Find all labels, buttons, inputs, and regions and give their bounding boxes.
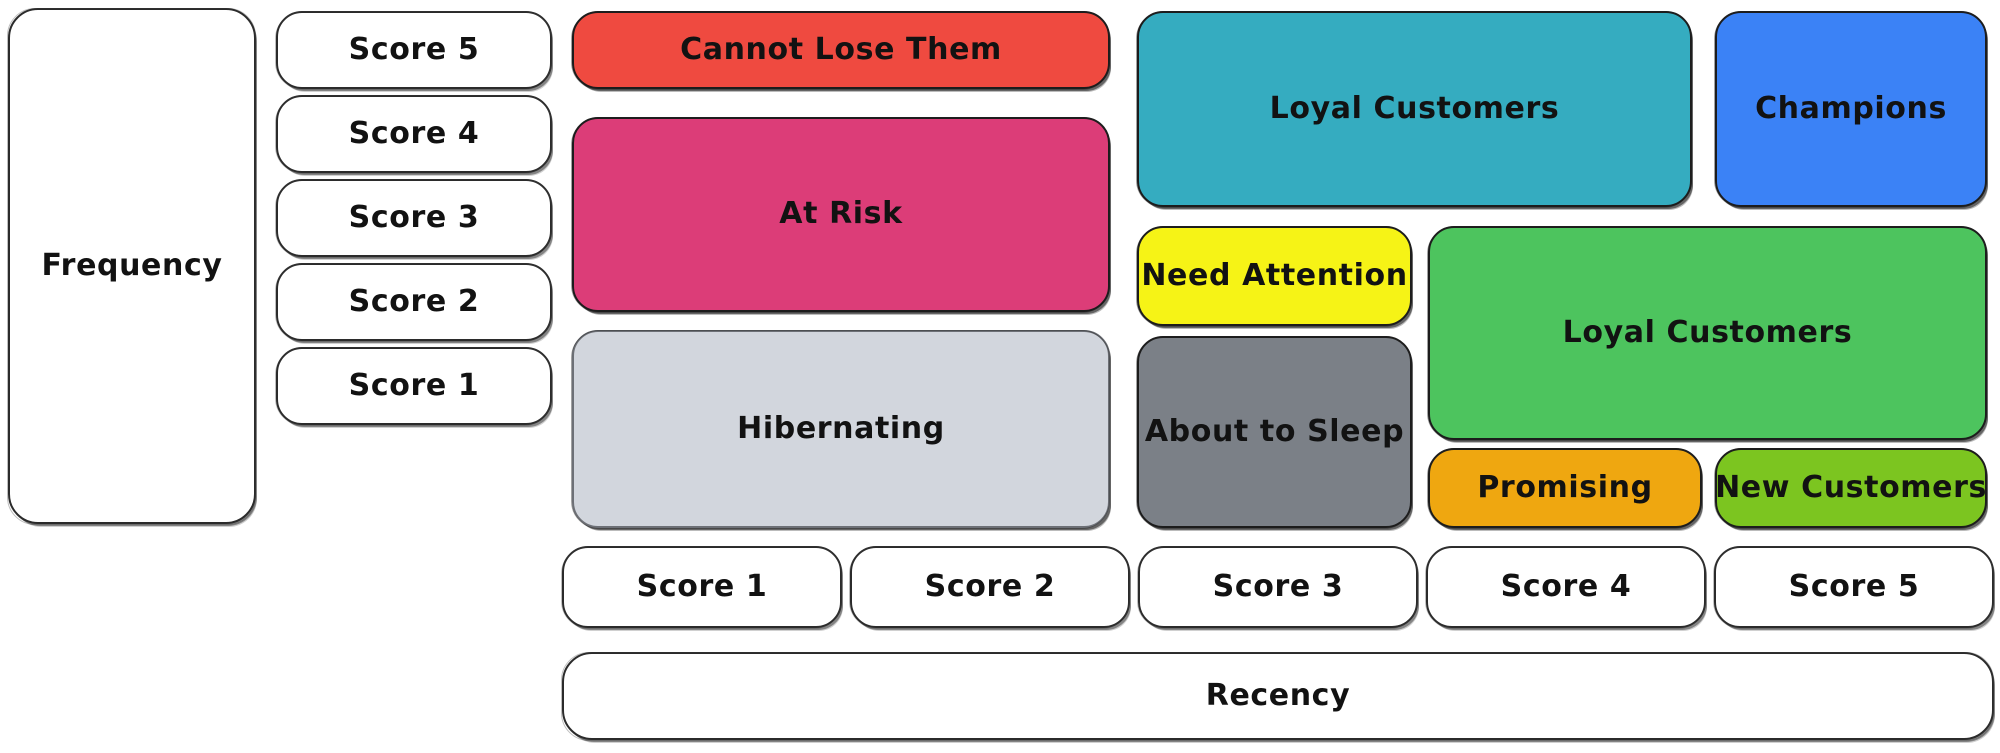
- recency-score-3-label: Score 3: [1212, 568, 1344, 604]
- recency-axis-label: Recency: [1205, 677, 1351, 713]
- recency-score-5-label: Score 5: [1788, 568, 1920, 604]
- recency-score-3[interactable]: Score 3: [1137, 546, 1418, 629]
- recency-score-2[interactable]: Score 2: [849, 546, 1130, 629]
- segment-loyal-customers-teal[interactable]: Loyal Customers: [1136, 11, 1692, 208]
- frequency-score-5-label: Score 5: [348, 31, 480, 67]
- segment-cannot-lose-them[interactable]: Cannot Lose Them: [571, 11, 1110, 90]
- segment-at-risk-label: At Risk: [779, 196, 903, 232]
- segment-new-customers[interactable]: New Customers: [1714, 448, 1987, 529]
- frequency-axis-label: Frequency: [41, 247, 223, 283]
- segment-promising-label: Promising: [1477, 469, 1653, 505]
- segment-need-attention[interactable]: Need Attention: [1136, 226, 1412, 327]
- recency-score-1[interactable]: Score 1: [561, 546, 842, 629]
- frequency-score-1-label: Score 1: [348, 367, 480, 403]
- segment-loyal-customers-green[interactable]: Loyal Customers: [1427, 226, 1987, 441]
- segment-new-customers-label: New Customers: [1715, 469, 1987, 505]
- frequency-score-4-label: Score 4: [348, 115, 480, 151]
- segment-loyal-customers-teal-label: Loyal Customers: [1269, 90, 1560, 126]
- segment-promising[interactable]: Promising: [1427, 448, 1702, 529]
- frequency-score-3-label: Score 3: [348, 199, 480, 235]
- recency-score-1-label: Score 1: [636, 568, 768, 604]
- frequency-score-5[interactable]: Score 5: [275, 11, 552, 90]
- segment-need-attention-label: Need Attention: [1141, 257, 1408, 293]
- frequency-score-2[interactable]: Score 2: [275, 263, 552, 342]
- frequency-score-1[interactable]: Score 1: [275, 347, 552, 426]
- frequency-score-4[interactable]: Score 4: [275, 95, 552, 174]
- recency-axis-box: Recency: [561, 652, 1994, 741]
- segment-about-to-sleep-label: About to Sleep: [1144, 413, 1405, 449]
- segment-hibernating-label: Hibernating: [737, 410, 945, 446]
- segment-champions-label: Champions: [1755, 90, 1947, 126]
- frequency-score-3[interactable]: Score 3: [275, 179, 552, 258]
- recency-score-2-label: Score 2: [924, 568, 1056, 604]
- frequency-axis-box: Frequency: [7, 8, 256, 525]
- recency-score-5[interactable]: Score 5: [1713, 546, 1994, 629]
- recency-score-4-label: Score 4: [1500, 568, 1632, 604]
- segment-champions[interactable]: Champions: [1714, 11, 1987, 208]
- segment-hibernating[interactable]: Hibernating: [571, 330, 1110, 529]
- frequency-score-2-label: Score 2: [348, 283, 480, 319]
- segment-at-risk[interactable]: At Risk: [571, 117, 1110, 313]
- segment-cannot-lose-them-label: Cannot Lose Them: [680, 31, 1002, 67]
- segment-about-to-sleep[interactable]: About to Sleep: [1136, 336, 1412, 529]
- recency-score-4[interactable]: Score 4: [1425, 546, 1706, 629]
- segment-loyal-customers-green-label: Loyal Customers: [1562, 314, 1853, 350]
